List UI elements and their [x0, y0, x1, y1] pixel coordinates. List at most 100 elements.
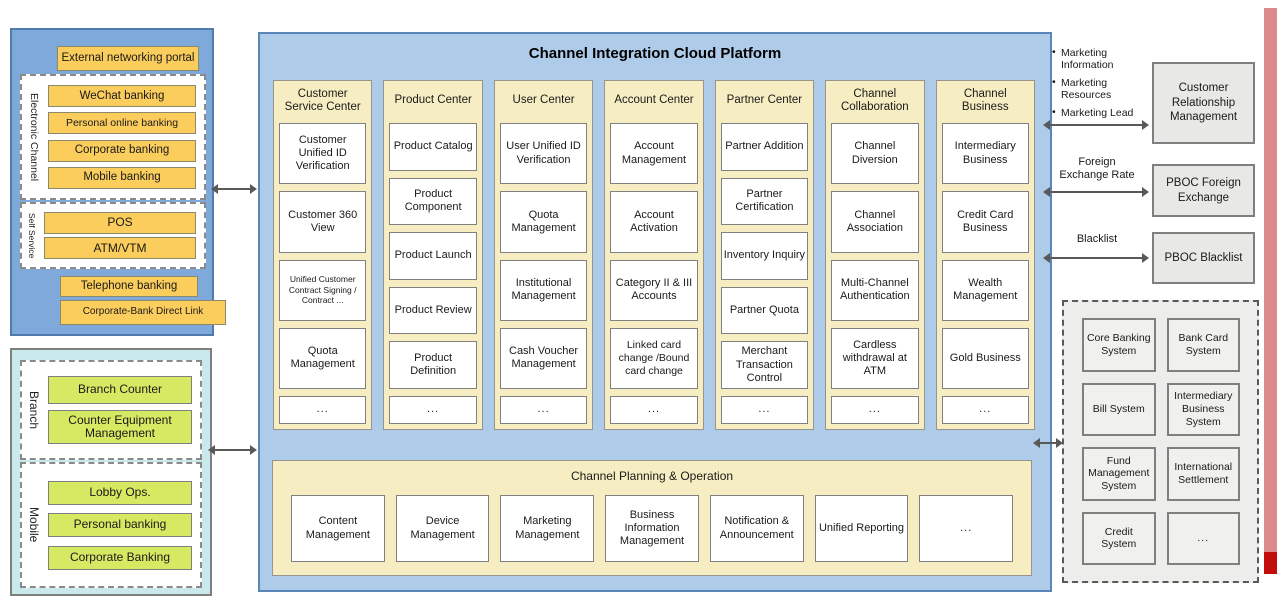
column-item: Partner Addition: [720, 123, 809, 171]
backend-systems-grid: Core Banking System Bank Card System Bil…: [1082, 318, 1240, 565]
connector-arrow-foreign-exchange: [1043, 187, 1149, 197]
connector-arrow-blacklist: [1043, 253, 1149, 263]
column-item: User Unified ID Verification: [499, 123, 588, 185]
counter-equipment-management-node: Counter Equipment Management: [48, 410, 192, 444]
column-item: Credit Card Business: [941, 191, 1029, 253]
planning-item: Content Management: [291, 495, 385, 562]
atm-vtm-node: ATM/VTM: [44, 237, 196, 260]
fund-management-system-node: Fund Management System: [1082, 447, 1156, 501]
column-item: Cardless withdrawal at ATM: [831, 327, 919, 389]
column-item: Product Review: [389, 286, 477, 335]
column-item: Intermediary Business: [941, 123, 1029, 185]
column-item: Multi-Channel Authentication: [831, 259, 919, 321]
platform-columns: Customer Service Center Customer Unified…: [273, 80, 1035, 430]
intermediary-business-system-node: Intermediary Business System: [1166, 382, 1240, 436]
bullet-item: Marketing Resources: [1052, 77, 1148, 101]
column-header: Partner Center: [726, 94, 803, 107]
blacklist-label: Blacklist: [1076, 233, 1118, 245]
column-item-ellipsis: ...: [831, 396, 919, 424]
electronic-channel-panel: External networking portal Electronic Ch…: [10, 28, 226, 336]
core-banking-system-node: Core Banking System: [1082, 318, 1156, 372]
column-header: Channel Business: [961, 87, 1009, 113]
telephone-banking-node: Telephone banking: [60, 276, 198, 297]
mobile-group-label: Mobile: [27, 507, 41, 543]
planning-item: Notification & Announcement: [709, 495, 804, 562]
column-item: Partner Quota: [720, 286, 809, 335]
column-product-center: Product Center Product Catalog Product C…: [383, 80, 483, 430]
branch-group-label: Branch: [27, 390, 41, 430]
red-edge-bar: [1264, 8, 1277, 574]
column-item: Customer 360 View: [279, 191, 367, 253]
column-header: User Center: [512, 94, 575, 107]
column-item: Unified Customer Contract Signing / Cont…: [279, 259, 367, 321]
international-settlement-node: International Settlement: [1166, 447, 1240, 501]
column-item-ellipsis: ...: [610, 396, 698, 424]
column-header: Product Center: [394, 94, 472, 107]
electronic-channel-group: Electronic Channel WeChat banking Person…: [20, 74, 206, 200]
pboc-foreign-exchange-node: PBOC Foreign Exchange: [1152, 164, 1255, 217]
bank-card-system-node: Bank Card System: [1166, 318, 1240, 372]
channel-planning-operation-panel: Channel Planning & Operation Content Man…: [272, 460, 1032, 576]
column-item-ellipsis: ...: [279, 396, 367, 424]
bullet-item: Marketing Information: [1052, 47, 1148, 71]
lobby-ops-node: Lobby Ops.: [48, 480, 192, 505]
column-partner-center: Partner Center Partner Addition Partner …: [714, 80, 815, 430]
column-item: Cash Voucher Management: [499, 327, 588, 389]
column-item: Wealth Management: [941, 259, 1029, 321]
channel-integration-cloud-platform: Channel Integration Cloud Platform Custo…: [258, 32, 1052, 592]
foreign-exchange-rate-label: Foreign Exchange Rate: [1059, 156, 1135, 182]
column-item: Customer Unified ID Verification: [279, 123, 367, 185]
column-item-ellipsis: ...: [941, 396, 1029, 424]
corporate-banking-mobile-node: Corporate Banking: [48, 545, 192, 570]
planning-item: Business Information Management: [605, 495, 699, 562]
customer-relationship-management-node: Customer Relationship Management: [1152, 62, 1255, 144]
column-header: Account Center: [614, 94, 694, 107]
platform-title: Channel Integration Cloud Platform: [528, 45, 782, 62]
column-header: Customer Service Center: [284, 87, 361, 113]
branch-group: Branch Branch Counter Counter Equipment …: [20, 360, 202, 460]
column-item: Gold Business: [941, 327, 1029, 389]
planning-item: Device Management: [395, 495, 490, 562]
column-item-ellipsis: ...: [720, 395, 809, 424]
planning-item: Unified Reporting: [814, 495, 909, 562]
column-item: Linked card change /Bound card change: [610, 327, 698, 389]
external-networking-portal-node: External networking portal: [57, 46, 199, 71]
planning-title: Channel Planning & Operation: [570, 469, 734, 483]
column-item: Channel Diversion: [831, 123, 919, 185]
column-item: Quota Management: [499, 191, 588, 253]
wechat-banking-node: WeChat banking: [48, 85, 196, 108]
column-item: Inventory Inquiry: [720, 232, 809, 280]
mobile-group: Mobile Lobby Ops. Personal banking Corpo…: [20, 462, 202, 588]
column-item: Channel Association: [831, 191, 919, 253]
column-item-ellipsis: ...: [389, 395, 477, 424]
column-item-ellipsis: ...: [499, 396, 588, 424]
planning-item-ellipsis: ...: [919, 495, 1014, 562]
connector-arrow-electronic-platform: [211, 184, 257, 194]
column-user-center: User Center User Unified ID Verification…: [493, 80, 594, 430]
column-item: Product Definition: [389, 341, 477, 389]
red-edge-square: [1264, 552, 1277, 574]
credit-system-node: Credit System: [1082, 511, 1156, 565]
pos-node: POS: [44, 211, 196, 234]
column-item: Product Component: [389, 177, 477, 226]
self-service-group-label: Self Service: [27, 212, 37, 259]
mobile-banking-node: Mobile banking: [48, 166, 196, 189]
self-service-group: Self Service POS ATM/VTM: [20, 202, 206, 269]
personal-banking-node: Personal banking: [48, 513, 192, 537]
marketing-bullet-list: Marketing Information Marketing Resource…: [1052, 47, 1148, 127]
corporate-bank-direct-link-node: Corporate-Bank Direct Link: [60, 300, 226, 325]
column-item: Institutional Management: [499, 259, 588, 321]
physical-channel-panel: Branch Branch Counter Counter Equipment …: [10, 348, 212, 596]
branch-counter-node: Branch Counter: [48, 376, 192, 404]
bullet-item: Marketing Lead: [1052, 107, 1148, 120]
column-item: Product Launch: [389, 232, 477, 280]
bill-system-node: Bill System: [1082, 382, 1156, 436]
column-header: Channel Collaboration: [840, 87, 909, 113]
column-customer-service-center: Customer Service Center Customer Unified…: [273, 80, 373, 430]
connector-arrow-physical-platform: [208, 445, 257, 455]
backend-systems-panel: Core Banking System Bank Card System Bil…: [1062, 300, 1259, 583]
connector-arrow-crm: [1043, 120, 1149, 130]
column-item: Merchant Transaction Control: [720, 341, 809, 389]
column-channel-business: Channel Business Intermediary Business C…: [935, 80, 1035, 430]
personal-online-banking-node: Personal online banking: [48, 112, 196, 135]
